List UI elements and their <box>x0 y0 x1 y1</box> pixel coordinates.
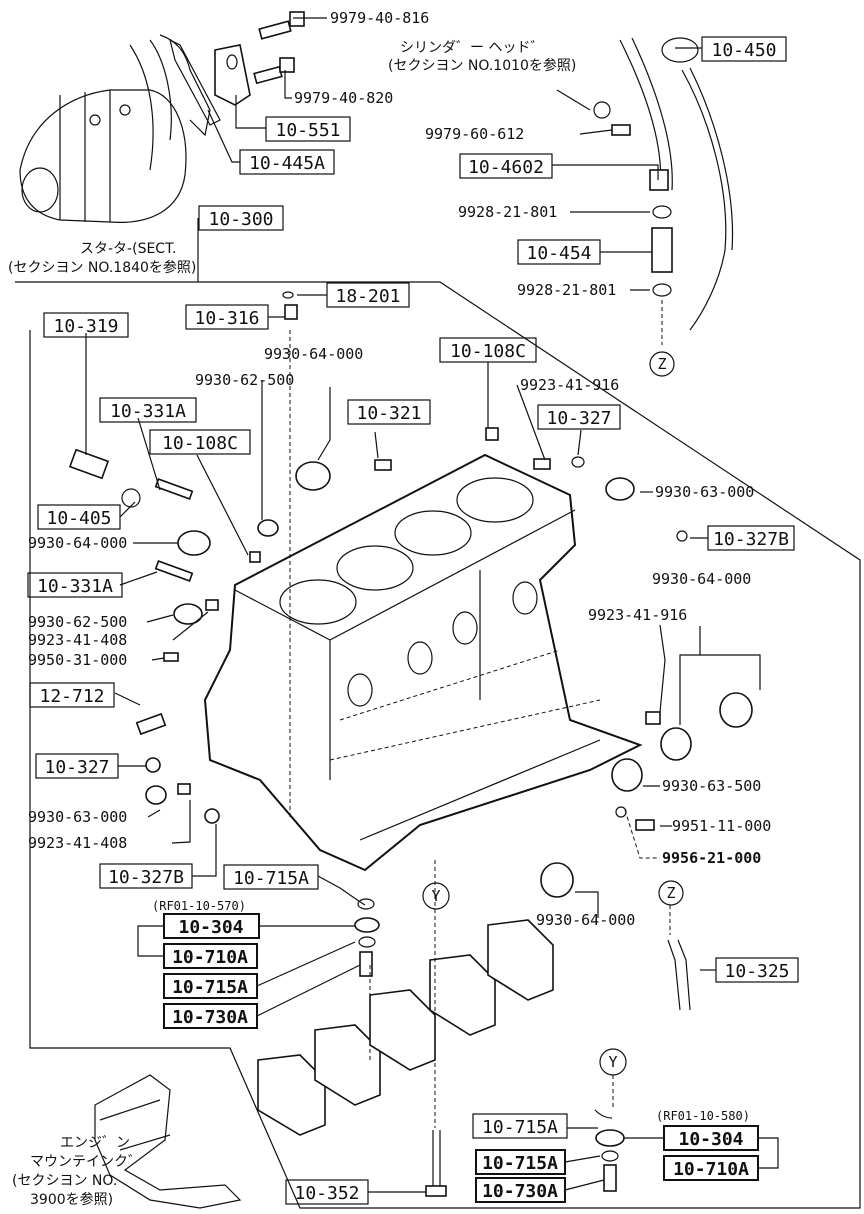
label-10-445A[interactable]: 10-445A <box>249 153 325 174</box>
note-cylinder-head-2: (セクシヨン NO.1010を参照) <box>388 57 576 74</box>
engine-mount-illustration <box>94 1074 242 1209</box>
connector-z-top: Z <box>649 351 675 377</box>
pn-9950-31-000[interactable]: 9950-31-000 <box>28 651 127 669</box>
ref-rf01-10-570: (RF01-10-570) <box>152 899 246 913</box>
pn-9979-40-816[interactable]: 9979-40-816 <box>330 9 429 27</box>
svg-text:Y: Y <box>431 887 440 905</box>
label-10-327B-left[interactable]: 10-327B <box>108 867 184 888</box>
label-10-715A-mid[interactable]: 10-715A <box>233 868 309 889</box>
label-10-108C-top[interactable]: 10-108C <box>450 341 526 362</box>
pn-9930-64-000-lower[interactable]: 9930-64-000 <box>536 911 635 929</box>
note-starter-1: スタ-タ-(SECT. <box>80 241 176 257</box>
label-10-331A-left[interactable]: 10-331A <box>37 576 113 597</box>
pn-9979-60-612[interactable]: 9979-60-612 <box>425 125 524 143</box>
svg-text:Y: Y <box>608 1053 617 1071</box>
hose-illustration <box>651 205 673 345</box>
note-cylinder-head-1: シリンダ゛ー ヘッド゛ <box>400 40 544 56</box>
pn-9930-63-000-left[interactable]: 9930-63-000 <box>28 808 127 826</box>
pn-9930-63-000-right[interactable]: 9930-63-000 <box>655 483 754 501</box>
label-10-321[interactable]: 10-321 <box>356 403 421 424</box>
label-10-551[interactable]: 10-551 <box>275 120 340 141</box>
label-10-405[interactable]: 10-405 <box>46 508 111 529</box>
note-engine-mount-3: (セクシヨン NO. <box>12 1173 117 1189</box>
pn-9930-64-000-top[interactable]: 9930-64-000 <box>264 345 363 363</box>
label-10-304-lower[interactable]: 10-304 <box>678 1129 743 1150</box>
top-bolts <box>253 11 305 85</box>
label-10-327B-right[interactable]: 10-327B <box>713 529 789 550</box>
pn-9923-41-916-right[interactable]: 9923-41-916 <box>588 606 687 624</box>
label-10-352[interactable]: 10-352 <box>294 1183 359 1204</box>
pn-9930-64-000-left[interactable]: 9930-64-000 <box>28 534 127 552</box>
note-starter-2: (セクシヨン NO.1840を参照) <box>8 259 196 276</box>
label-10-325[interactable]: 10-325 <box>724 961 789 982</box>
left-side-parts <box>68 291 499 824</box>
label-10-331A-top[interactable]: 10-331A <box>110 401 186 422</box>
connector-y-bottom: Y <box>599 1048 627 1076</box>
label-10-4602[interactable]: 10-4602 <box>468 157 544 178</box>
label-10-454[interactable]: 10-454 <box>526 243 591 264</box>
pn-9956-21-000[interactable]: 9956-21-000 <box>662 849 761 867</box>
connector-z-right: Z <box>658 880 684 906</box>
svg-text:Z: Z <box>657 355 666 373</box>
label-10-710A-upper[interactable]: 10-710A <box>172 947 248 968</box>
pn-9930-62-500-left[interactable]: 9930-62-500 <box>28 613 127 631</box>
bracket-illustration <box>169 38 251 126</box>
label-18-201[interactable]: 18-201 <box>335 286 400 307</box>
note-engine-mount-1: エンジ゛ン <box>60 1135 130 1151</box>
pn-9928-21-801-upper[interactable]: 9928-21-801 <box>458 203 557 221</box>
label-12-712[interactable]: 12-712 <box>39 686 104 707</box>
pn-9930-62-500-top[interactable]: 9930-62-500 <box>195 371 294 389</box>
label-10-715A-lower-bold[interactable]: 10-715A <box>482 1153 558 1174</box>
label-10-300[interactable]: 10-300 <box>208 209 273 230</box>
label-10-319[interactable]: 10-319 <box>53 316 118 337</box>
pn-9928-21-801-lower[interactable]: 9928-21-801 <box>517 281 616 299</box>
dipstick-illustration <box>593 37 734 331</box>
boxed-labels: 10-450 10-551 10-445A 10-4602 10-300 10-… <box>27 36 799 1205</box>
label-10-730A-upper[interactable]: 10-730A <box>172 1007 248 1028</box>
pn-9951-11-000[interactable]: 9951-11-000 <box>672 817 771 835</box>
pn-9979-40-820[interactable]: 9979-40-820 <box>294 89 393 107</box>
pn-9923-41-408-lower[interactable]: 9923-41-408 <box>28 834 127 852</box>
label-10-327-top[interactable]: 10-327 <box>546 408 611 429</box>
label-10-304-upper[interactable]: 10-304 <box>178 917 243 938</box>
label-10-715A-lower[interactable]: 10-715A <box>482 1117 558 1138</box>
svg-text:Z: Z <box>666 884 675 902</box>
label-10-715A-upper-bold[interactable]: 10-715A <box>172 977 248 998</box>
cylinder-block-illustration <box>203 453 643 872</box>
label-10-316[interactable]: 10-316 <box>194 308 259 329</box>
ref-rf01-10-580: (RF01-10-580) <box>656 1109 750 1123</box>
leader-lines <box>85 17 779 1193</box>
right-side-parts <box>533 456 753 898</box>
starter-motor-illustration <box>19 34 211 223</box>
drain-fitting-parts <box>339 887 625 1192</box>
pn-9923-41-916-top[interactable]: 9923-41-916 <box>520 376 619 394</box>
oil-pipe-illustration <box>667 905 691 1011</box>
connector-y-mid: Y <box>422 882 450 910</box>
main-bearing-caps-illustration <box>257 919 554 1197</box>
pn-9930-63-500[interactable]: 9930-63-500 <box>662 777 761 795</box>
label-10-108C-left[interactable]: 10-108C <box>162 433 238 454</box>
label-10-450[interactable]: 10-450 <box>711 40 776 61</box>
pn-9930-64-000-right[interactable]: 9930-64-000 <box>652 570 751 588</box>
cylinder-block-frame <box>15 281 861 1209</box>
label-10-710A-lower[interactable]: 10-710A <box>673 1159 749 1180</box>
part-numbers: 9979-40-816 9979-40-820 9979-60-612 9928… <box>28 9 771 1123</box>
label-10-327-left[interactable]: 10-327 <box>44 757 109 778</box>
pn-9923-41-408-left[interactable]: 9923-41-408 <box>28 631 127 649</box>
section-notes: シリンダ゛ー ヘッド゛ (セクシヨン NO.1010を参照) スタ-タ-(SEC… <box>8 40 576 1208</box>
note-engine-mount-2: マウンテインク゛ <box>30 1154 142 1170</box>
note-engine-mount-4: 3900を参照) <box>30 1191 113 1208</box>
label-10-730A-lower[interactable]: 10-730A <box>482 1181 558 1202</box>
